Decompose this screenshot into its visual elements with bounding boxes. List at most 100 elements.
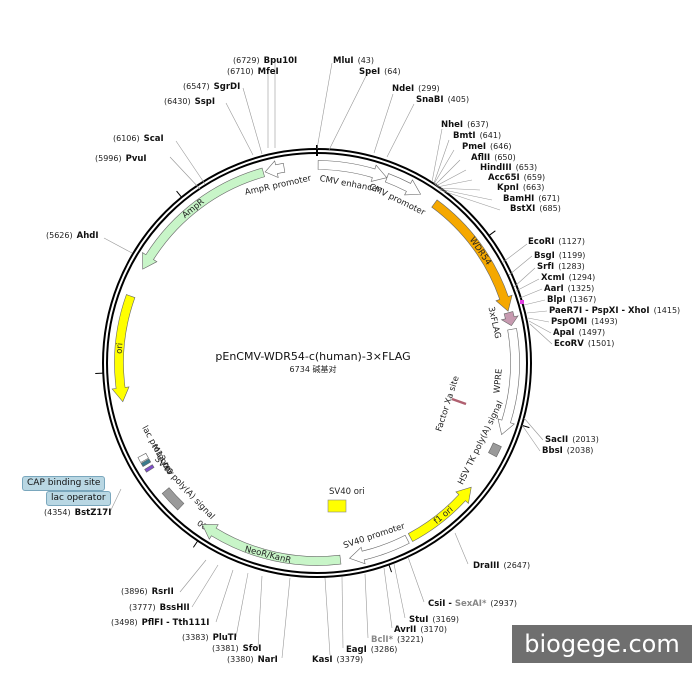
- site-connector: [521, 424, 541, 452]
- feature-f1-ori: [407, 486, 472, 542]
- tick-4000: [192, 540, 199, 548]
- site-bmti: BmtI(641): [453, 131, 501, 141]
- site-eagi: EagI(3286): [346, 645, 397, 655]
- site-connectors-layer: [103, 62, 553, 659]
- site-connector: [215, 569, 234, 623]
- site-hindiii: HindIII(653): [480, 163, 537, 173]
- feature-lac-promoter: [137, 452, 149, 463]
- backbone-inner: [106, 152, 528, 574]
- site-connector: [501, 243, 528, 264]
- feature-ampr: [142, 167, 265, 270]
- site-ndei: NdeI(299): [392, 84, 440, 94]
- site-connector: [513, 267, 536, 288]
- site-sacii: SacII(2013): [545, 435, 599, 445]
- site-kpni: KpnI(663): [497, 183, 544, 193]
- site-connector: [439, 189, 501, 211]
- site-apai: ApaI(1497): [553, 328, 605, 338]
- site-connector: [324, 577, 331, 656]
- feature-lac-operator: [140, 458, 152, 467]
- feature-label-ori: ori: [115, 342, 126, 354]
- site-pluti: (3383)PluTI: [182, 633, 237, 643]
- site-connector: [454, 532, 469, 565]
- tick-6000: [176, 190, 183, 198]
- site-xcmi: XcmI(1294): [541, 273, 595, 283]
- site-spei: SpeI(64): [359, 67, 401, 77]
- site-sgrdi: (6547)SgrDI: [183, 82, 240, 92]
- site-connector: [373, 93, 394, 154]
- site-connector: [407, 556, 425, 603]
- site-connector: [515, 278, 540, 292]
- site-connector: [435, 169, 467, 187]
- backbone-outer: [102, 148, 532, 578]
- plasmid-title: pEnCMV-WDR54-c(human)-3×FLAG: [215, 350, 410, 363]
- site-draiii: DraIII(2647): [473, 561, 530, 571]
- site-bstxi: BstXI(685): [510, 204, 561, 214]
- site-marker: [520, 300, 524, 304]
- site-scai: (6106)ScaI: [113, 134, 164, 144]
- factor-xa-site-mark: [451, 397, 467, 406]
- site-connector: [523, 299, 546, 306]
- feature-cmv-promoter: [384, 173, 422, 196]
- site-connector: [257, 575, 263, 649]
- site-ecorv: EcoRV(1501): [554, 339, 614, 349]
- site-connector: [526, 310, 548, 314]
- feature-ampr-promoter: [264, 160, 286, 179]
- site-connector: [433, 149, 455, 185]
- plasmid-size: 6734 碱基对: [290, 364, 337, 374]
- site-connector: [179, 559, 207, 593]
- site-connector: [191, 564, 219, 608]
- site-connector: [316, 62, 333, 150]
- site-connector: [438, 188, 493, 201]
- feature-3xflag: [500, 311, 519, 327]
- site-srfi: SrfI(1283): [537, 262, 585, 272]
- site-labels: (6729)Bpu10I (6710)MfeI MluI(43) SpeI(64…: [44, 56, 680, 665]
- site-connector: [383, 567, 393, 629]
- site-bsshii: (3777)BssHII: [129, 603, 190, 613]
- site-bcli: BclI*(3221): [371, 635, 424, 645]
- site-pflfi-tth111i: (3498)PflFI - Tth111I: [111, 618, 209, 628]
- site-pmei: PmeI(646): [462, 142, 512, 152]
- feature-m13-rev: [144, 464, 155, 473]
- site-aflii: AflII(650): [471, 153, 516, 163]
- site-connector: [527, 317, 550, 323]
- feature-cmv-enhancer: [317, 160, 388, 182]
- site-bpu10i: (6729)Bpu10I: [233, 56, 297, 66]
- feature-wdr54: [431, 199, 513, 312]
- site-connector: [436, 179, 473, 188]
- feature-label-cmv-promoter: CMV promoter: [367, 182, 427, 218]
- site-bstz17i: (4354)BstZ17I: [44, 508, 111, 518]
- site-aari: AarI(1325): [544, 284, 594, 294]
- site-connector: [528, 320, 552, 334]
- site-mfei: (6710)MfeI: [227, 67, 279, 77]
- feature-label-wdr54: WDR54: [467, 236, 493, 268]
- site-pvui: (5996)PvuI: [95, 154, 147, 164]
- legend-lac-operator: lac operator: [46, 491, 111, 506]
- feature-sv40-promoter: [348, 534, 410, 565]
- site-snabi: SnaBI(405): [416, 95, 469, 105]
- site-connector: [235, 572, 249, 638]
- factor-xa-site-label: Factor Xa site: [434, 375, 461, 433]
- feature-neor-kanr: [201, 523, 342, 566]
- sv40-ori-box: [327, 499, 347, 513]
- feature-label-hsv-tk-poly-a-signal: HSV TK poly(A) signal: [456, 399, 505, 486]
- site-connector: [281, 577, 291, 659]
- site-mlui: MluI(43): [333, 56, 374, 66]
- site-csii-sexai: CsiI - SexAI*(2937): [428, 599, 517, 609]
- site-connector: [529, 323, 553, 345]
- site-acc65i: Acc65I(659): [488, 173, 545, 183]
- watermark: biogege.com: [512, 625, 692, 663]
- site-connector: [393, 563, 406, 619]
- site-connector: [109, 488, 122, 513]
- tick-1000: [488, 230, 496, 236]
- site-connector: [508, 255, 533, 276]
- feature-label-3xflag: 3xFLAG: [486, 306, 503, 340]
- site-avrii: AvrII(3170): [394, 625, 447, 635]
- site-connector: [103, 237, 133, 254]
- site-connector: [386, 103, 415, 158]
- site-bbsi: BbsI(2038): [542, 446, 593, 456]
- tick-2000: [521, 424, 530, 429]
- site-sfoi: (3381)SfoI: [212, 644, 261, 654]
- site-kasi: KasI(3379): [312, 655, 363, 665]
